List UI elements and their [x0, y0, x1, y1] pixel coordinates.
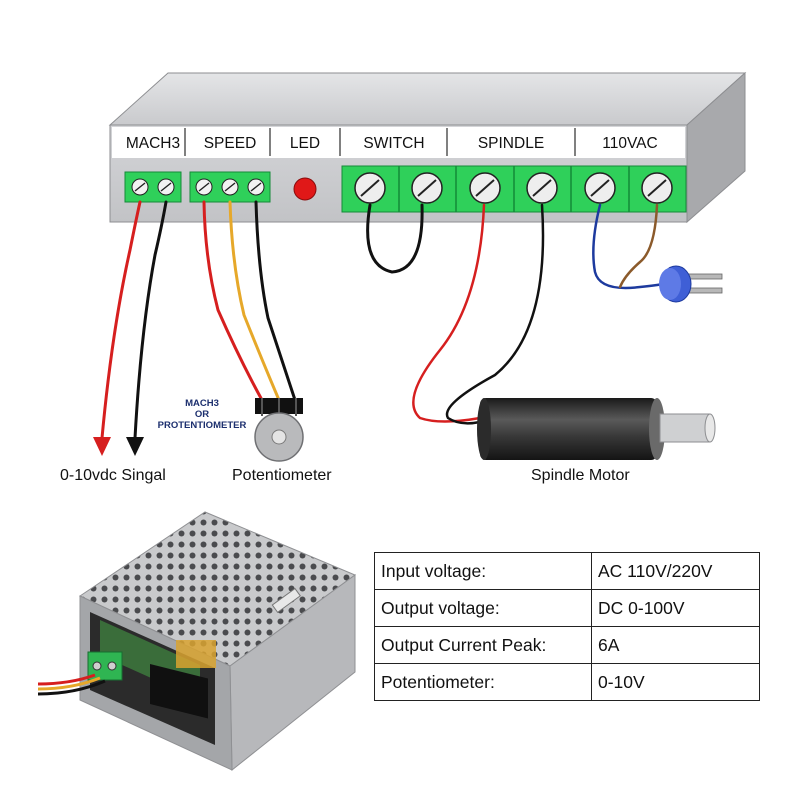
black-arrow-head	[126, 437, 144, 456]
specifications-table: Input voltage: AC 110V/220V Output volta…	[374, 552, 760, 701]
speed-wire-red	[202, 200, 264, 402]
speed-wire-yellow	[228, 200, 281, 402]
signal-label: 0-10vdc Singal	[60, 467, 166, 484]
spec-key: Output Current Peak:	[374, 626, 592, 664]
ac-wire-brown	[618, 203, 659, 289]
section-label-spindle: SPINDLE	[478, 135, 544, 152]
spindle-motor	[477, 398, 716, 460]
spec-value: AC 110V/220V	[591, 552, 760, 590]
spec-value: 6A	[591, 626, 760, 664]
psu-wire-black	[37, 679, 106, 696]
section-label-switch: SWITCH	[363, 135, 424, 152]
spec-key: Input voltage:	[374, 552, 592, 590]
potentiometer-label: Potentiometer	[232, 467, 332, 484]
signal-wire-red	[100, 200, 142, 440]
section-label-mach3: MACH3	[126, 135, 180, 152]
signal-wire-black	[133, 200, 168, 440]
mach3-terminal-block	[124, 171, 182, 203]
spindle-motor-label: Spindle Motor	[531, 467, 630, 484]
psu-wire-red	[37, 673, 96, 686]
mach3-note-line2: OR	[195, 409, 209, 420]
led-indicator	[293, 177, 317, 201]
switch-jumper-wire	[366, 203, 424, 274]
potentiometer	[254, 398, 304, 462]
table-row: Potentiometer: 0-10V	[374, 663, 760, 701]
spindle-wire-black	[445, 203, 545, 425]
spindle-wire-red	[412, 203, 486, 423]
power-supply-unit	[37, 511, 357, 772]
spec-key: Output voltage:	[374, 589, 592, 627]
section-label-led: LED	[290, 135, 320, 152]
speed-terminal-block	[189, 171, 271, 203]
mach3-note-line1: MACH3	[185, 398, 219, 409]
power-terminal-block	[341, 165, 687, 213]
spec-value: 0-10V	[591, 663, 760, 701]
spec-value: DC 0-100V	[591, 589, 760, 627]
section-label-110vac: 110VAC	[602, 135, 657, 152]
signal-arrows	[93, 437, 144, 456]
section-label-speed: SPEED	[204, 135, 257, 152]
mach3-note-line3: PROTENTIOMETER	[158, 420, 247, 431]
ac-plug	[659, 265, 723, 303]
table-row: Output Current Peak: 6A	[374, 626, 760, 664]
psu-wire-yellow	[37, 676, 101, 691]
spec-key: Potentiometer:	[374, 663, 592, 701]
wires	[100, 200, 670, 440]
speed-wire-black	[254, 200, 297, 402]
table-row: Input voltage: AC 110V/220V	[374, 552, 760, 590]
table-row: Output voltage: DC 0-100V	[374, 589, 760, 627]
red-arrow-head	[93, 437, 111, 456]
ac-wire-blue	[592, 203, 670, 290]
